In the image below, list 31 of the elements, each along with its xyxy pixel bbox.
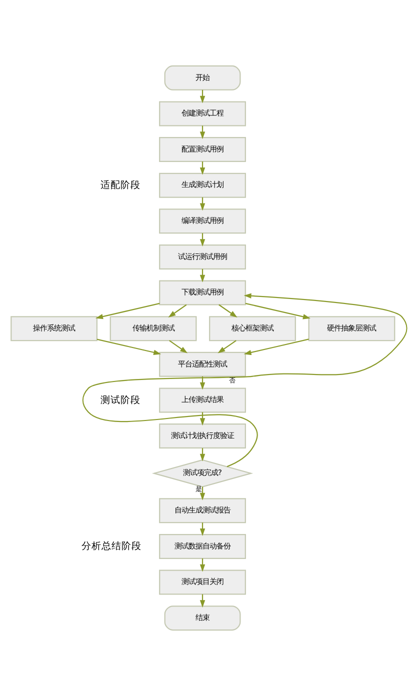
node-box: 配置测试用例 — [159, 136, 246, 162]
node-box: 编译测试用例 — [159, 208, 246, 234]
arrow — [169, 340, 188, 353]
node-box: 传输机制测试 — [110, 316, 197, 341]
label: 适配阶段 — [100, 179, 140, 190]
label: 测试阶段 — [100, 394, 140, 406]
label: 分析总结阶段 — [81, 540, 142, 552]
node-box: 下载测试用例 — [159, 280, 246, 305]
node-diamond: 测试项完成? — [152, 458, 254, 487]
node-box: 测试计划执行度验证 — [159, 423, 246, 448]
node-box: 开始 — [164, 64, 241, 90]
arrow — [82, 292, 408, 467]
node-box: 测试数据自动备份 — [159, 533, 246, 558]
node-box: 生成测试计划 — [159, 172, 246, 198]
node-box: 操作系统测试 — [10, 316, 98, 341]
node-box: 测试项目关闭 — [159, 569, 246, 594]
node-box: 结束 — [164, 605, 241, 630]
arrow — [96, 302, 160, 319]
arrow — [218, 340, 236, 353]
arrow — [96, 338, 162, 354]
arrow — [218, 304, 238, 317]
node-box: 创建测试工程 — [159, 100, 246, 126]
node-box: 自动生成测试报告 — [159, 498, 246, 523]
arrow — [168, 304, 187, 317]
node-box: 试运行测试用例 — [159, 244, 246, 269]
node-box: 上传测试结果 — [159, 387, 246, 412]
node-box: 核心框架测试 — [209, 316, 296, 341]
arrow — [245, 302, 310, 319]
node-box: 平台适配性测试 — [159, 351, 246, 376]
node-box: 硬件抽象层测试 — [308, 316, 396, 341]
arrow — [244, 338, 309, 355]
